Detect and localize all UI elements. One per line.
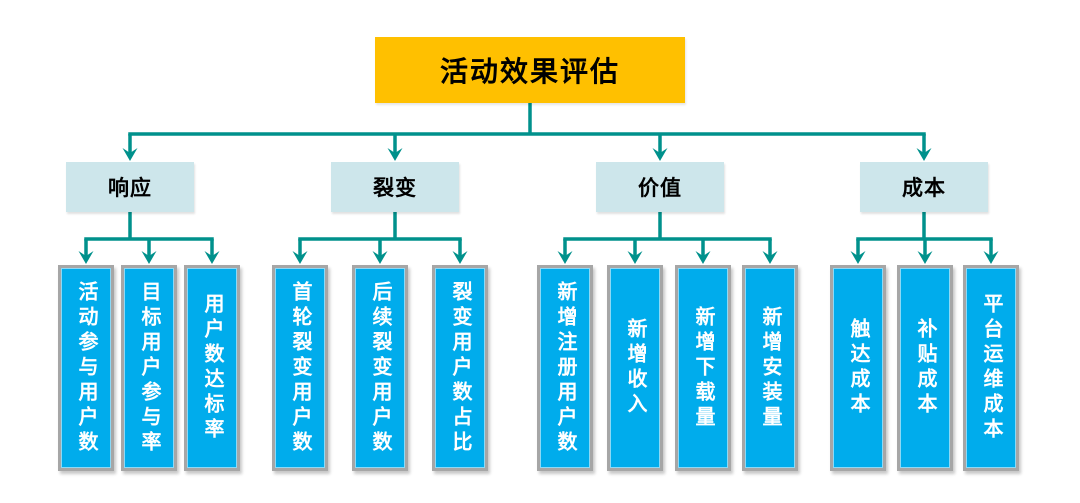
leaf-node-label: 新增安装量 (759, 305, 781, 431)
branch-node-label: 成本 (902, 177, 946, 200)
root-node-label: 活动效果评估 (439, 56, 620, 87)
leaf-node-value-3: 新增下载量 (675, 265, 731, 471)
branch-node-fission: 裂变 (331, 162, 459, 212)
branch-node-label: 裂变 (373, 177, 417, 200)
leaf-node-label: 目标用户参与率 (138, 280, 160, 456)
branch-node-response: 响应 (66, 162, 194, 212)
leaf-node-fission-3: 裂变用户数占比 (432, 265, 488, 471)
leaf-node-label: 裂变用户数占比 (449, 280, 471, 456)
leaf-node-label: 后续裂变用户数 (369, 280, 391, 456)
leaf-node-cost-1: 触达成本 (830, 265, 886, 471)
root-node: 活动效果评估 (375, 37, 685, 103)
leaf-node-label: 补贴成本 (914, 318, 936, 418)
leaf-node-label: 新增注册用户数 (554, 280, 576, 456)
leaf-node-cost-3: 平台运维成本 (963, 265, 1019, 471)
leaf-node-label: 用户数达标率 (201, 293, 223, 443)
leaf-node-response-2: 目标用户参与率 (121, 265, 177, 471)
branch-node-value: 价值 (596, 162, 724, 212)
leaf-node-response-3: 用户数达标率 (184, 265, 240, 471)
leaf-node-fission-1: 首轮裂变用户数 (272, 265, 328, 471)
branch-node-label: 响应 (108, 177, 152, 200)
leaf-node-label: 活动参与用户数 (75, 280, 97, 456)
leaf-node-cost-2: 补贴成本 (897, 265, 953, 471)
branch-node-cost: 成本 (860, 162, 988, 212)
leaf-node-fission-2: 后续裂变用户数 (352, 265, 408, 471)
leaf-node-label: 新增收入 (624, 318, 646, 418)
leaf-node-response-1: 活动参与用户数 (58, 265, 114, 471)
leaf-node-label: 触达成本 (847, 318, 869, 418)
leaf-node-label: 新增下载量 (692, 305, 714, 431)
leaf-node-value-2: 新增收入 (607, 265, 663, 471)
branch-node-label: 价值 (638, 177, 682, 200)
leaf-node-label: 首轮裂变用户数 (289, 280, 311, 456)
leaf-node-label: 平台运维成本 (980, 293, 1002, 443)
leaf-node-value-4: 新增安装量 (742, 265, 798, 471)
leaf-node-value-1: 新增注册用户数 (537, 265, 593, 471)
